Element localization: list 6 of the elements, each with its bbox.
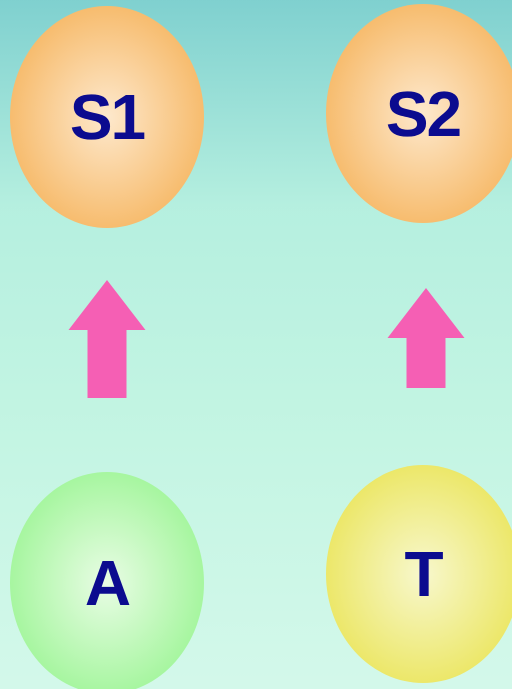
block-arrow (68, 280, 146, 398)
node-label: S1 (70, 80, 144, 154)
node-label: A (84, 546, 130, 620)
block-arrow (388, 288, 464, 388)
node-label: S2 (386, 76, 460, 150)
node-label: T (404, 537, 442, 611)
